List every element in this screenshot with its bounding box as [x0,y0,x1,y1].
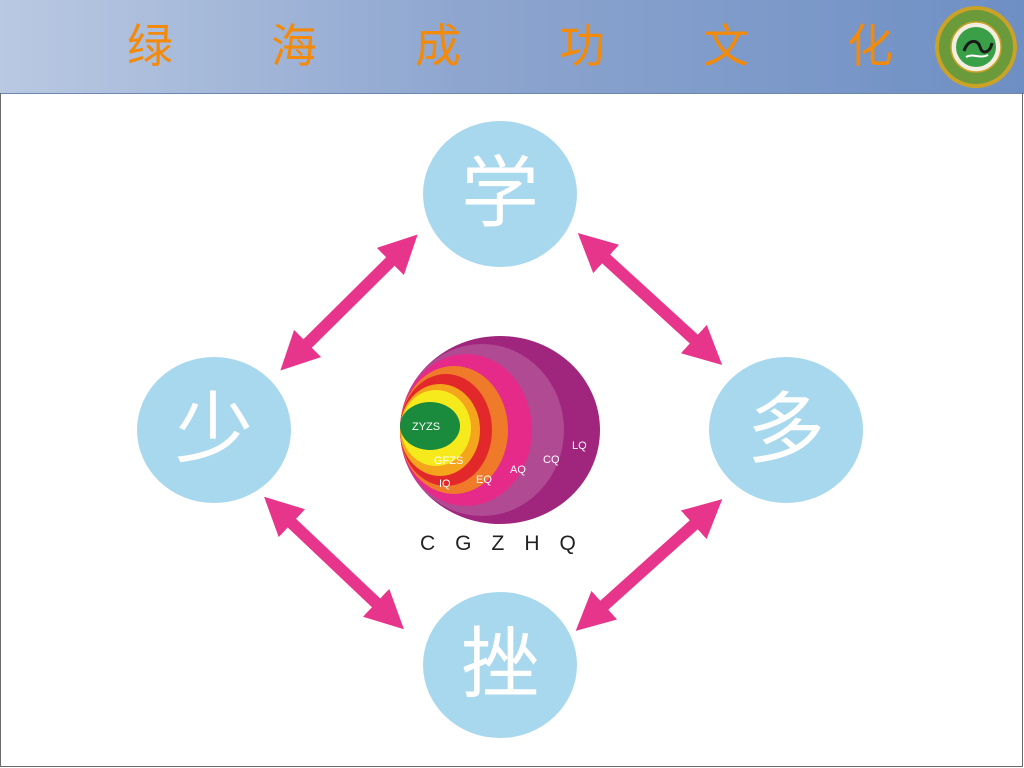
label-lq: LQ [572,440,587,452]
node-top: 学 [423,121,577,267]
title-char-1: 绿 [127,19,173,73]
node-left-char: 少 [174,385,253,475]
arrow-top-left [280,234,418,371]
node-top-char: 学 [460,149,539,239]
arrow-bottom-left [264,496,404,630]
node-bottom: 挫 [423,592,577,738]
node-left: 少 [137,357,291,503]
label-cq: CQ [543,454,560,466]
title-char-6: 化 [847,19,893,73]
label-gfzs: GFZS [434,455,463,467]
node-right-char: 多 [746,385,825,475]
page-title: 绿 海 成 功 文 化 [120,16,900,76]
letter-q: Q [559,532,576,555]
letter-z: Z [491,532,505,555]
arrow-top-right [577,233,723,365]
node-right: 多 [709,357,863,503]
label-iq: IQ [439,478,451,490]
cgzhq-letters: C G Z H Q [420,532,576,556]
label-zyzs: ZYZS [412,421,440,433]
title-char-2: 海 [271,19,317,73]
header-bar: 绿 海 成 功 文 化 [0,0,1024,94]
quotient-rings [400,336,600,524]
content-frame [0,93,1023,767]
title-char-4: 功 [559,19,605,73]
node-bottom-char: 挫 [460,620,539,710]
title-char-3: 成 [415,19,461,73]
ring-zyzs [400,402,460,450]
letter-g: G [455,532,472,555]
label-eq: EQ [476,474,492,486]
letter-h: H [524,532,540,555]
title-char-5: 文 [703,19,749,73]
letter-c: C [420,532,436,555]
arrow-bottom-right [575,499,723,631]
college-logo [935,6,1017,88]
label-aq: AQ [510,464,526,476]
